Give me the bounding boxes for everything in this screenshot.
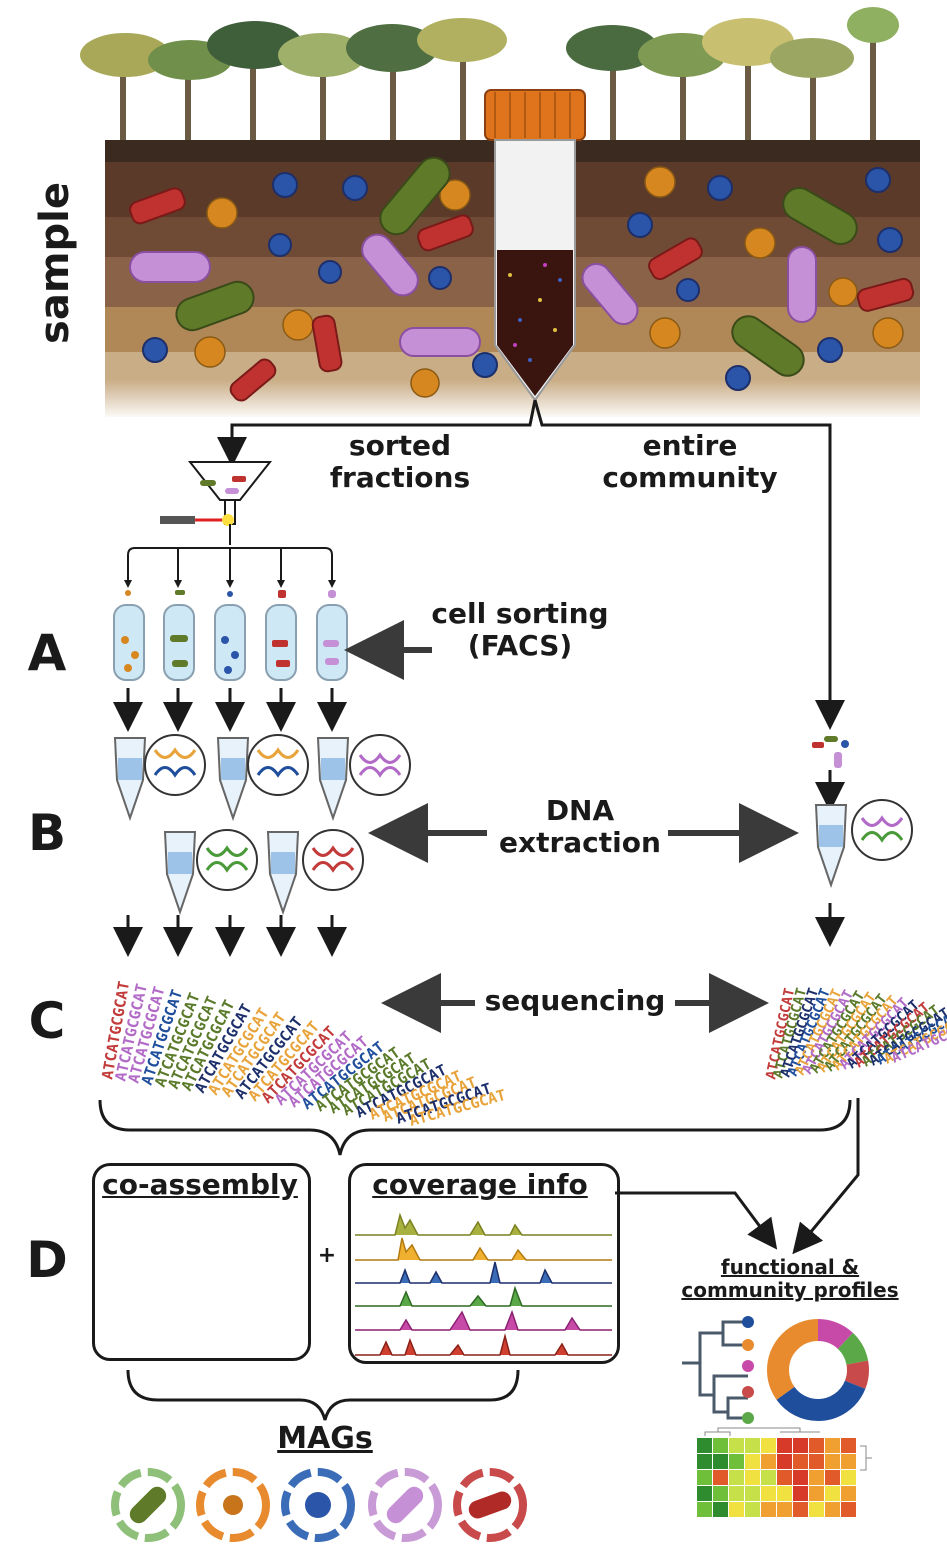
heatmap-cell [761, 1454, 776, 1469]
heatmap-cell [809, 1470, 824, 1485]
plus-sign: + [317, 1243, 337, 1268]
dna-extraction-label: DNA extraction [499, 794, 661, 860]
heatmap-cell [777, 1438, 792, 1453]
heatmap-cell [745, 1502, 760, 1517]
heatmap-cell [841, 1486, 856, 1501]
heatmap-cell [697, 1486, 712, 1501]
entire-community-label: entire community [602, 429, 778, 495]
heatmap-cell [697, 1438, 712, 1453]
heatmap-cell [841, 1502, 856, 1517]
heatmap-cell [761, 1486, 776, 1501]
coverage-profiles [355, 1212, 612, 1356]
heatmap-cell [729, 1486, 744, 1501]
heatmap-cell [793, 1470, 808, 1485]
mag-brace [126, 1369, 520, 1421]
heatmap-cell [777, 1470, 792, 1485]
heatmap-cell [793, 1438, 808, 1453]
heatmap-cell [777, 1486, 792, 1501]
flagellated-rod-icon [368, 1468, 442, 1542]
step-b-label: B [27, 804, 67, 862]
heatmap-dendrogram [704, 1427, 872, 1471]
heatmap-cell [713, 1438, 728, 1453]
heatmap-cell [713, 1470, 728, 1485]
mags-label: MAGs [277, 1421, 373, 1456]
donut-slice [767, 1319, 869, 1421]
heatmap-cell [809, 1454, 824, 1469]
merge-brace [98, 1099, 852, 1156]
heatmap-cell [809, 1486, 824, 1501]
heatmap-cell [745, 1454, 760, 1469]
mag-bins [111, 1468, 527, 1542]
heatmap-cell [841, 1454, 856, 1469]
heatmap-cell [697, 1502, 712, 1517]
heatmap-cell [825, 1502, 840, 1517]
spiky-cell-icon [281, 1468, 355, 1542]
split-arrows [217, 399, 845, 730]
coverage-info-title: coverage info [372, 1168, 588, 1201]
sequencing-label: sequencing [484, 984, 666, 1017]
sorted-tubes [113, 590, 348, 681]
heatmap-cell [809, 1438, 824, 1453]
heatmap-cell [697, 1454, 712, 1469]
heatmap-cell [761, 1502, 776, 1517]
heatmap-cell [841, 1438, 856, 1453]
step-d-label: D [26, 1231, 68, 1289]
heatmap-cell [745, 1438, 760, 1453]
spiked-rod-icon [453, 1468, 527, 1542]
sorting-distribution-lines [127, 524, 333, 580]
functional-profiles-label: functional & community profiles [681, 1255, 899, 1302]
heatmap-cell [793, 1454, 808, 1469]
heatmap-cell [777, 1454, 792, 1469]
forest-trees-icon [80, 7, 899, 150]
extraction-tubes [113, 734, 913, 916]
phylogenetic-tree-icon [682, 1320, 748, 1420]
sorted-fractions-label: sorted fractions [329, 429, 471, 495]
heatmap-cell [729, 1502, 744, 1517]
heatmap-cell [761, 1438, 776, 1453]
coverage-info-box [348, 1163, 620, 1364]
donut-slice [767, 1319, 869, 1421]
heatmap-cell [745, 1486, 760, 1501]
heatmap-cell [841, 1470, 856, 1485]
heatmap-cell [825, 1486, 840, 1501]
heatmap-cell [729, 1454, 744, 1469]
co-assembly-box [92, 1163, 311, 1361]
tree-leaf-dots [742, 1316, 754, 1424]
sample-tube-icon [484, 89, 586, 402]
heatmap-cell [713, 1486, 728, 1501]
co-assembly-title: co-assembly [102, 1168, 298, 1201]
heatmap-cell [793, 1502, 808, 1517]
heatmap-cell [713, 1502, 728, 1517]
heatmap-cell [825, 1438, 840, 1453]
sample-label: sample [32, 182, 78, 344]
heatmap-cell [777, 1502, 792, 1517]
heatmap-cell [793, 1486, 808, 1501]
sequence-reads-sorted: ATCATGCGCATATCATGCGCATATCATGCGCATATCATGC… [98, 980, 508, 1130]
step-a-label: A [27, 624, 67, 682]
heatmap-cell [729, 1438, 744, 1453]
sequence-reads-community: ATCATGCGCATATCATGCGCATATCATGCGCATATCATGC… [763, 986, 947, 1081]
community-donut-chart [767, 1319, 869, 1421]
heatmap-cell [761, 1470, 776, 1485]
community-extraction-tube [812, 736, 913, 889]
soil-microbes [129, 156, 915, 402]
facs-sorter-icon [160, 461, 273, 526]
soil-sample-illustration [80, 7, 920, 420]
heatmap-cell [825, 1470, 840, 1485]
step-c-label: C [28, 992, 66, 1050]
heatmap-cell [825, 1454, 840, 1469]
heatmap-cell [713, 1454, 728, 1469]
heatmap-cell [697, 1470, 712, 1485]
rod-bacterium-icon [111, 1468, 185, 1542]
profile-heatmap [697, 1427, 872, 1517]
coccus-icon [196, 1468, 270, 1542]
heatmap-cell [729, 1470, 744, 1485]
cell-sorting-label: cell sorting (FACS) [431, 597, 609, 663]
donut-slice [767, 1319, 869, 1421]
heatmap-cell [809, 1502, 824, 1517]
heatmap-cell [745, 1470, 760, 1485]
